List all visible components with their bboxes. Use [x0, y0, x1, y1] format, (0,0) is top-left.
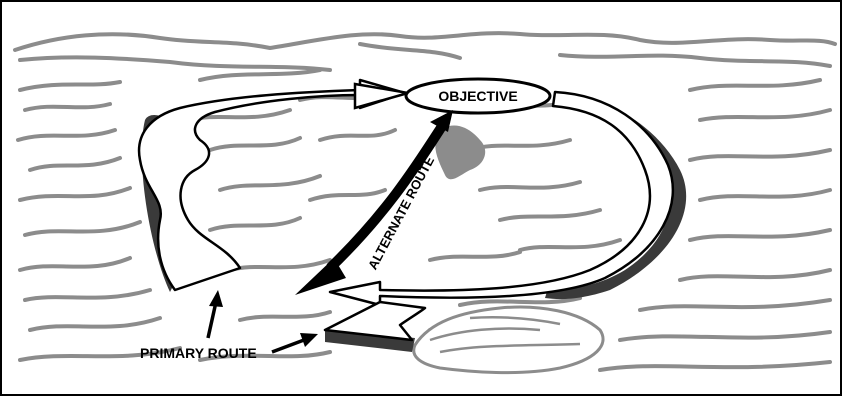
primary-route-left-arrowhead — [353, 82, 409, 110]
objective-marker — [404, 77, 552, 115]
alternate-route-arrowhead-bottom — [295, 258, 346, 295]
primary-route-pointer-right — [271, 333, 318, 354]
primary-route-bottom-shadow — [325, 330, 415, 352]
alternate-route-arrowhead-top — [430, 110, 453, 132]
primary-route-label: PRIMARY ROUTE — [140, 345, 257, 361]
lake-patch — [435, 125, 486, 180]
objective-label: OBJECTIVE — [438, 88, 517, 104]
alternate-route-arrow — [326, 117, 451, 272]
rock-outcrop-texture — [429, 316, 581, 354]
primary-route-pointer-left — [206, 290, 223, 339]
primary-route-bottom-segment — [323, 300, 427, 342]
